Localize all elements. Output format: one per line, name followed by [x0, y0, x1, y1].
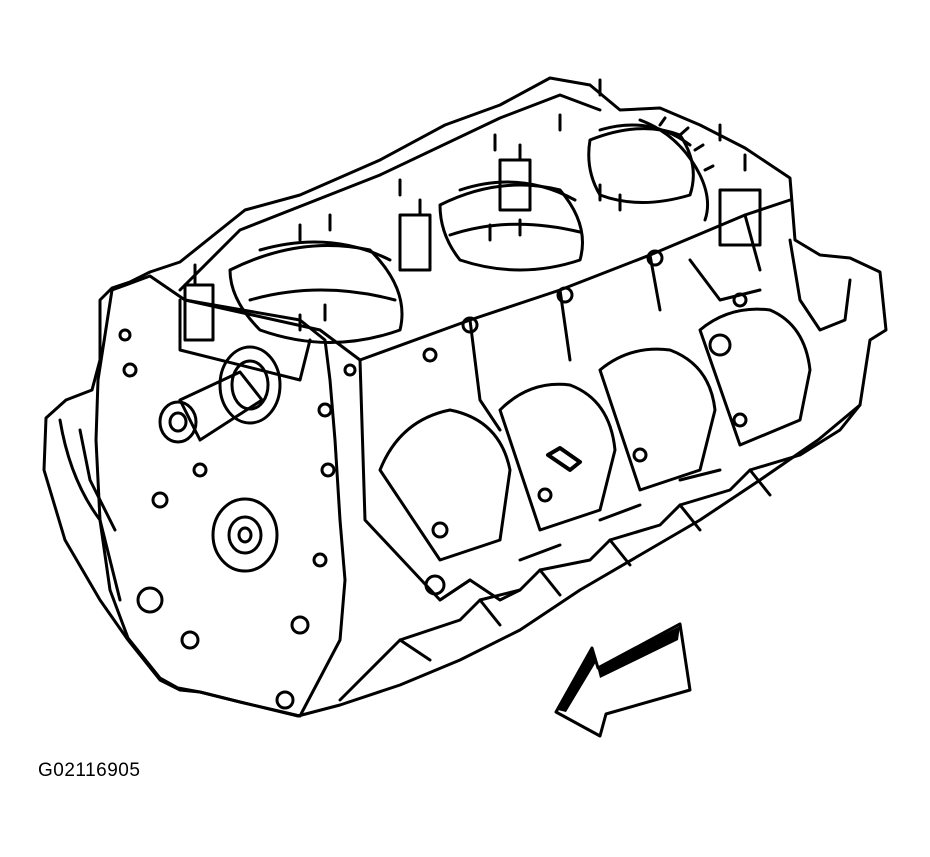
crank-journal-3 [587, 127, 695, 204]
oil-pan-rail [338, 403, 862, 702]
crank-journal-1 [228, 244, 404, 344]
crank-snout [178, 370, 264, 442]
sensor-bolt [546, 446, 582, 472]
top-deck-rail-front [183, 198, 792, 362]
bulkhead-1 [378, 408, 512, 562]
bulkhead-3 [598, 347, 717, 492]
block-outline [42, 76, 888, 718]
figure-id-label: G02116905 [38, 760, 141, 781]
bulkhead-2 [498, 382, 617, 532]
top-deck-rail [178, 93, 602, 292]
direction-arrow-icon [554, 622, 692, 738]
crank-seal [218, 345, 282, 425]
bulkhead-4 [698, 307, 812, 447]
crank-journal-2 [438, 183, 584, 272]
cam-hub [211, 497, 279, 573]
